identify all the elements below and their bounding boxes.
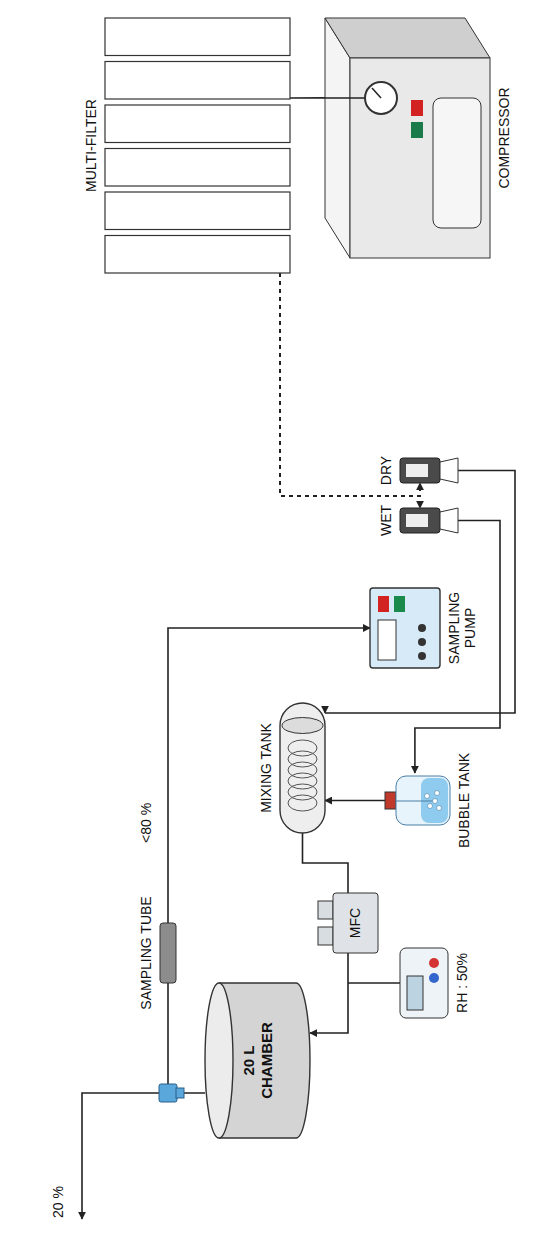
multi-filter: MULTI-FILTER (105, 18, 290, 273)
pipe-connector (168, 628, 370, 923)
sensor-line (348, 982, 400, 984)
tee-fitting (176, 1088, 184, 1098)
node-label: DRY (378, 456, 394, 485)
humidity-meter: RH : 50% (400, 948, 448, 1018)
node-label: 20 L CHAMBER (240, 1016, 275, 1106)
pipe-connector (303, 833, 349, 893)
pipe-connector (325, 800, 385, 802)
node-label: SAMPLING TUBE (138, 896, 154, 1009)
node-label: RH : 50% (454, 953, 470, 1013)
flow-meter: WET (400, 508, 458, 533)
pipe-connector (280, 273, 420, 496)
mixing-tank: MIXING TANK (280, 703, 325, 833)
flow-meter-shape (400, 458, 458, 483)
pipe-connector (310, 953, 348, 1033)
sampling-tube: SAMPLING TUBE (160, 923, 176, 983)
exhaust-line (82, 1093, 168, 1219)
node-label: MFC (347, 908, 363, 938)
bubble-tank-shape (385, 773, 450, 828)
mixing-tank-shape (280, 703, 325, 833)
node-label: MIXING TANK (258, 723, 274, 813)
flow-meter-shape (400, 508, 458, 533)
flow-ratio-label: <80 % (138, 803, 154, 843)
sampling-pump-shape (370, 588, 440, 668)
air-compressor: COMPRESSOR (325, 18, 490, 258)
pipe-connector (325, 471, 515, 714)
humidity-meter-shape (400, 948, 448, 1018)
air-compressor-shape (325, 18, 490, 258)
sampling-tube-shape (160, 923, 176, 983)
node-label: BUBBLE TANK (456, 753, 472, 848)
mass-flow-controller: MFC (318, 893, 378, 953)
sampling-pump: SAMPLING PUMP (370, 588, 440, 668)
pipe-connector (168, 983, 205, 1093)
flow-meter: DRY (400, 458, 458, 483)
pipe-connector (290, 97, 325, 99)
pipe-connector (280, 273, 420, 508)
tee-fitting (159, 1084, 177, 1102)
multi-filter-shape (105, 18, 290, 273)
node-label: COMPRESSOR (496, 87, 512, 188)
node-label: MULTI-FILTER (83, 99, 99, 192)
bubble-tank: BUBBLE TANK (385, 773, 450, 828)
flow-ratio-label: 20 % (50, 1186, 66, 1218)
test-chamber: 20 L CHAMBER (205, 983, 310, 1138)
node-label: WET (378, 505, 394, 536)
node-label: SAMPLING PUMP (446, 583, 478, 673)
